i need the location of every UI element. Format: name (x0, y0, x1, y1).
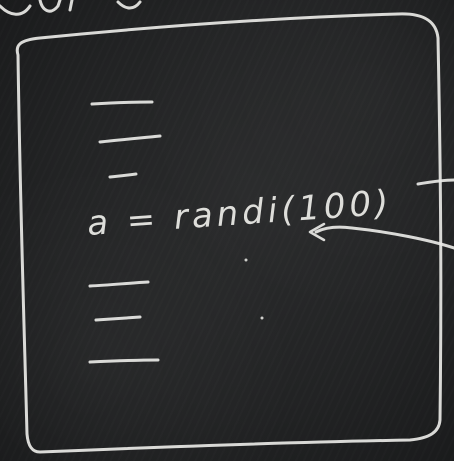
pointer-line-right (416, 178, 454, 186)
code-line-placeholder (90, 100, 154, 106)
code-line-placeholder (108, 172, 138, 179)
chalk-dot (260, 316, 264, 320)
curved-arrow-head (308, 222, 326, 242)
code-statement: a = randi(100) (86, 183, 394, 244)
curved-arrow-shaft (314, 225, 454, 250)
code-line-placeholder (88, 358, 160, 364)
code-line-placeholder (94, 315, 142, 322)
placeholder-lines-below (88, 280, 160, 364)
top-cut-off-writing (0, 0, 142, 16)
code-line-placeholder (98, 134, 162, 144)
placeholder-lines-above (90, 100, 162, 179)
chalk-dot (244, 258, 248, 262)
code-line-placeholder (88, 280, 150, 288)
curved-arrow (308, 222, 454, 250)
code-box-outline (15, 12, 443, 454)
